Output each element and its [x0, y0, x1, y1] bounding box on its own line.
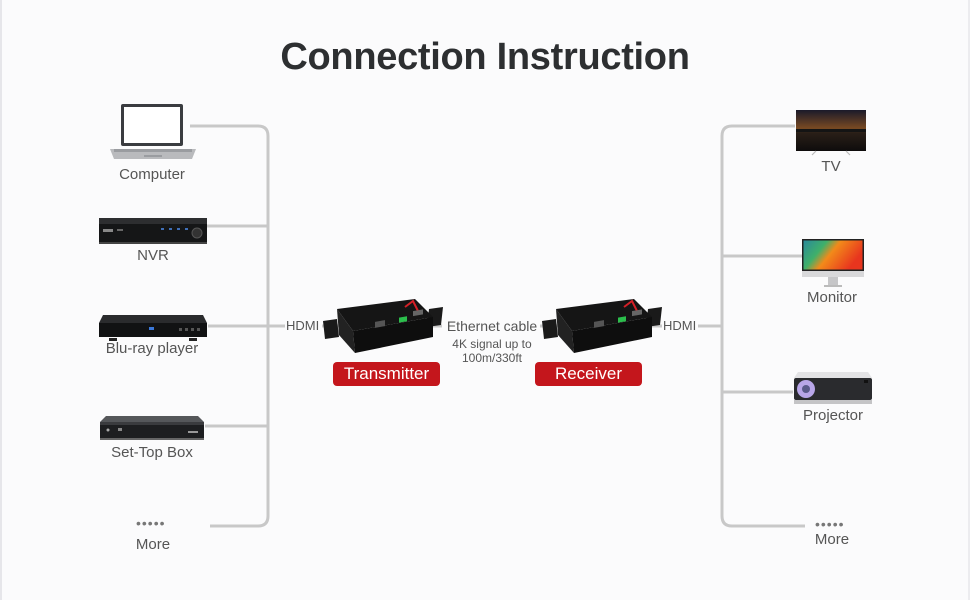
set-top-box-icon [100, 416, 204, 440]
nvr-icon [99, 218, 207, 244]
transmitter-device-icon [323, 299, 443, 353]
projector-icon [794, 372, 872, 404]
hdmi-output-label: HDMI [663, 318, 697, 333]
display-label-tv: TV [821, 158, 841, 175]
source-label-nvr: NVR [137, 247, 169, 264]
more-dots-icon: ••••• [136, 515, 166, 531]
wire-tv [720, 124, 805, 528]
cable-distance-note-line2: 100m/330ft [461, 351, 523, 365]
left-border [0, 0, 2, 600]
more-dots-icon: ••••• [815, 516, 845, 532]
monitor-icon [802, 239, 864, 287]
source-label-more: More [135, 536, 171, 553]
display-label-monitor: Monitor [806, 289, 858, 306]
page-title: Connection Instruction [280, 36, 690, 78]
right-border [968, 0, 970, 600]
receiver-label: Receiver [535, 362, 642, 386]
tv-icon [796, 110, 866, 156]
display-label-more: More [814, 531, 850, 548]
receiver-device-icon [542, 299, 662, 353]
bluray-player-icon [99, 315, 207, 341]
transmitter-label: Transmitter [333, 362, 440, 386]
hdmi-input-label: HDMI [286, 318, 320, 333]
source-label-bluray: Blu-ray player [105, 340, 199, 357]
laptop-icon [110, 104, 196, 159]
source-label-set-top-box: Set-Top Box [111, 444, 193, 461]
ethernet-cable-label: Ethernet cable [446, 318, 538, 334]
cable-distance-note-line1: 4K signal up to [452, 337, 532, 351]
display-label-projector: Projector [802, 407, 864, 424]
source-label-computer: Computer [119, 166, 185, 183]
